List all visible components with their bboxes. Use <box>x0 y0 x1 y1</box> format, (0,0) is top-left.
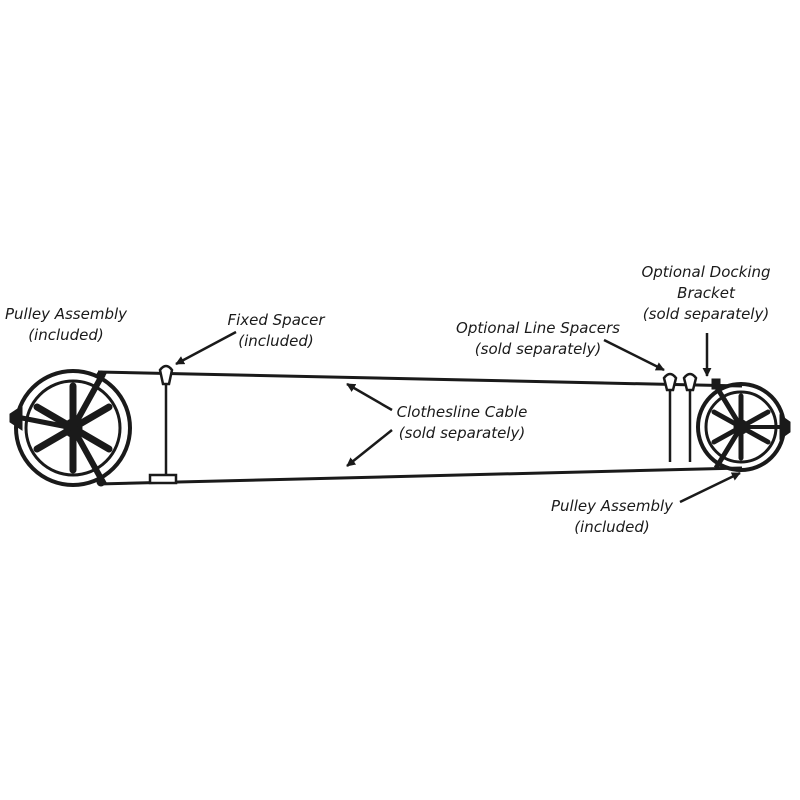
pulley-bracket-lower <box>713 425 744 470</box>
line-spacer-2 <box>682 372 698 392</box>
arrow-cable-lower <box>346 429 393 467</box>
pulley-spokes <box>33 382 113 474</box>
label-pulley-assembly-right: Pulley Assembly (included) <box>550 497 674 536</box>
pulley-bracket-upper <box>713 384 744 429</box>
fixed-spacer <box>148 364 178 485</box>
optional-line-spacers <box>662 372 698 462</box>
fixed-spacer-clip <box>158 364 174 386</box>
pulley-spokes <box>711 393 771 461</box>
label-pulley-assembly-left: Pulley Assembly (included) <box>4 305 128 344</box>
lower-cable <box>97 466 743 486</box>
label-optional-docking-bracket: Optional Docking Bracket (sold separatel… <box>641 263 771 323</box>
line-spacer-1 <box>662 372 678 392</box>
fixed-spacer-clamp <box>148 473 178 485</box>
upper-cable <box>97 370 743 388</box>
pulley-bracket-lower <box>70 426 107 486</box>
pulley-bolt-upper <box>96 370 106 380</box>
arrow-line-spacers <box>603 338 665 372</box>
arrow-pulley-right <box>679 471 741 504</box>
pulley-rim-outer <box>14 369 132 487</box>
label-clothesline-cable: Clothesline Cable (sold separately) <box>396 403 528 442</box>
arrow-fixed-spacer <box>175 330 237 366</box>
clothesline-cable <box>97 370 743 486</box>
callout-arrows <box>175 330 741 504</box>
pulley-bracket-arm <box>21 415 74 431</box>
pulley-bolt-lower <box>96 477 106 487</box>
label-optional-line-spacers: Optional Line Spacers (sold separately) <box>456 319 620 358</box>
pulley-rim-inner <box>24 379 122 477</box>
arrow-cable-upper <box>346 382 393 412</box>
pulley-assembly-right <box>696 382 791 472</box>
label-fixed-spacer: Fixed Spacer (included) <box>227 311 325 350</box>
pulley-assembly-left <box>9 369 132 487</box>
pulley-bracket-upper <box>70 370 107 430</box>
pulley-mount-right <box>779 414 791 440</box>
